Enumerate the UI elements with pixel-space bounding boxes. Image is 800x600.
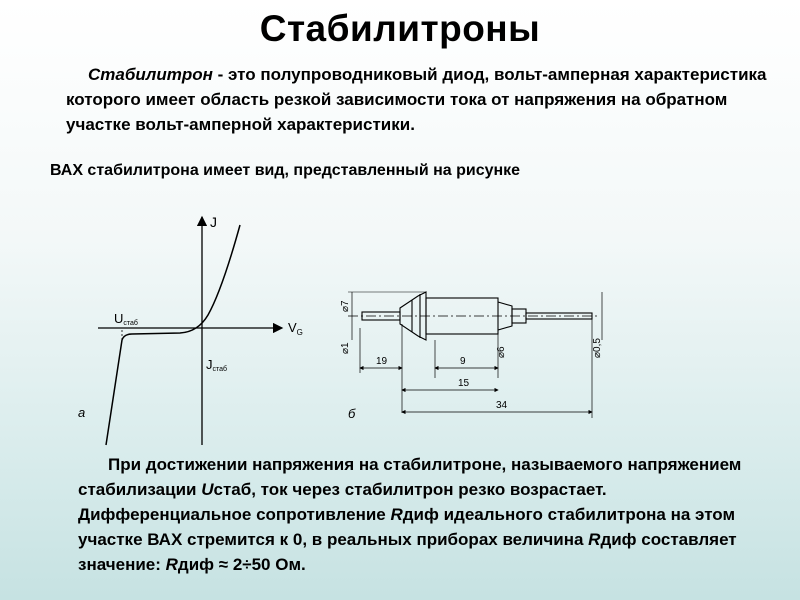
dim-d05-label: ⌀0,5 [592,338,603,358]
dim-d7-label: ⌀7 [340,300,351,312]
page-title: Стабилитроны [259,8,541,49]
dim-9-label: 9 [460,356,466,367]
r-symbol-3: R [165,555,178,574]
r-symbol-1: R [390,505,403,524]
figure-b-label: б [348,406,356,421]
dim-19-label: 19 [376,356,388,367]
intro-term: Стабилитрон [88,65,213,84]
intro-paragraph: Стабилитрон - это полупроводниковый диод… [66,62,786,137]
r-symbol-2: R [588,530,601,549]
outro-paragraph: При достижении напряжения на стабилитрон… [78,455,742,574]
dim-d1-label: ⌀1 [340,342,351,354]
iv-x-axis-label: VG [288,320,303,337]
dim-34-label: 34 [496,400,508,411]
iv-jstab-label: Jстаб [206,357,227,373]
iv-y-axis-label: J [210,214,217,230]
iv-characteristic-figure: J VG Uстаб Jстаб а [78,214,303,446]
u-symbol: U [201,480,214,499]
intro-text: - это полупроводниковый диод, вольт-ампе… [66,65,767,134]
dim-d6-label: ⌀6 [496,346,507,358]
vah-caption: ВАХ стабилитрона имеет вид, представленн… [50,162,521,179]
diode-dimension-drawing: ⌀7 ⌀1 ⌀6 ⌀0,5 19 9 15 34 б [340,291,603,421]
dim-15-label: 15 [458,378,470,389]
iv-curve [105,224,241,446]
iv-ustab-label: Uстаб [114,311,138,327]
figure-a-label: а [78,405,85,420]
